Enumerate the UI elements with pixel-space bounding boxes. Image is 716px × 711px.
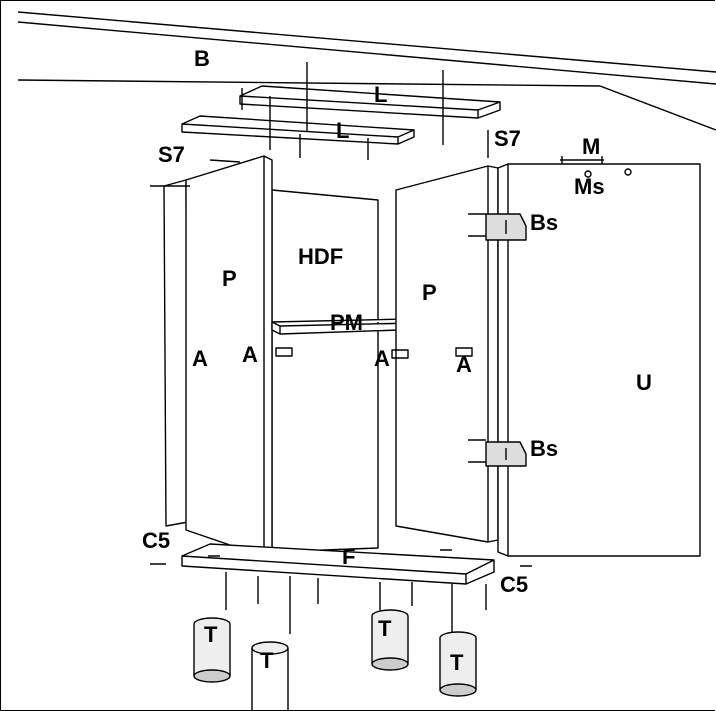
label-hinge-bottom: Bs (530, 436, 558, 461)
top-rail-upper (239, 85, 501, 119)
label-leg-1: T (204, 622, 218, 647)
label-c5-left: C5 (142, 528, 170, 553)
label-worktop: B (194, 46, 210, 71)
label-bottom-panel: F (342, 544, 355, 569)
handle-screw (624, 168, 632, 176)
label-dowel-4: A (456, 352, 472, 377)
label-door: U (636, 370, 652, 395)
worktop-screws (241, 62, 444, 160)
left-side-panel-edge (163, 179, 189, 527)
label-hinge-top: Bs (530, 210, 558, 235)
label-left-panel: P (222, 266, 237, 291)
leg-studs (225, 572, 487, 636)
label-dowel-2: A (242, 342, 258, 367)
handle (560, 156, 604, 164)
leg-1 (193, 617, 231, 683)
label-leg-4: T (450, 650, 464, 675)
label-right-panel: P (422, 280, 437, 305)
handle-screw (584, 170, 592, 178)
right-side-panel (395, 165, 499, 543)
label-dowel-3: A (374, 346, 390, 371)
leg-2 (251, 641, 289, 711)
c5-screws (150, 549, 532, 567)
hinge-bottom (468, 439, 527, 467)
label-screws-right: S7 (494, 126, 521, 151)
label-leg-2: T (260, 648, 274, 673)
label-screws-left: S7 (158, 142, 185, 167)
s7-screws (150, 130, 489, 187)
door-panel (497, 163, 701, 557)
label-handle: M (582, 134, 600, 159)
top-rail-lower (181, 115, 415, 145)
label-handle-screws: Ms (574, 174, 605, 199)
label-leg-3: T (378, 616, 392, 641)
label-rail-lower: L (336, 118, 349, 143)
label-back-panel: HDF (298, 244, 343, 269)
worktop-panel (17, 11, 716, 131)
shelf-pins (275, 347, 473, 359)
label-shelf: PM (330, 310, 363, 335)
leg-3 (371, 609, 409, 671)
bottom-panel (181, 543, 495, 585)
label-c5-right: C5 (500, 572, 528, 597)
label-rail-upper: L (374, 82, 387, 107)
leg-4 (439, 631, 477, 697)
hinge-top (468, 213, 527, 241)
label-dowel-1: A (192, 346, 208, 371)
